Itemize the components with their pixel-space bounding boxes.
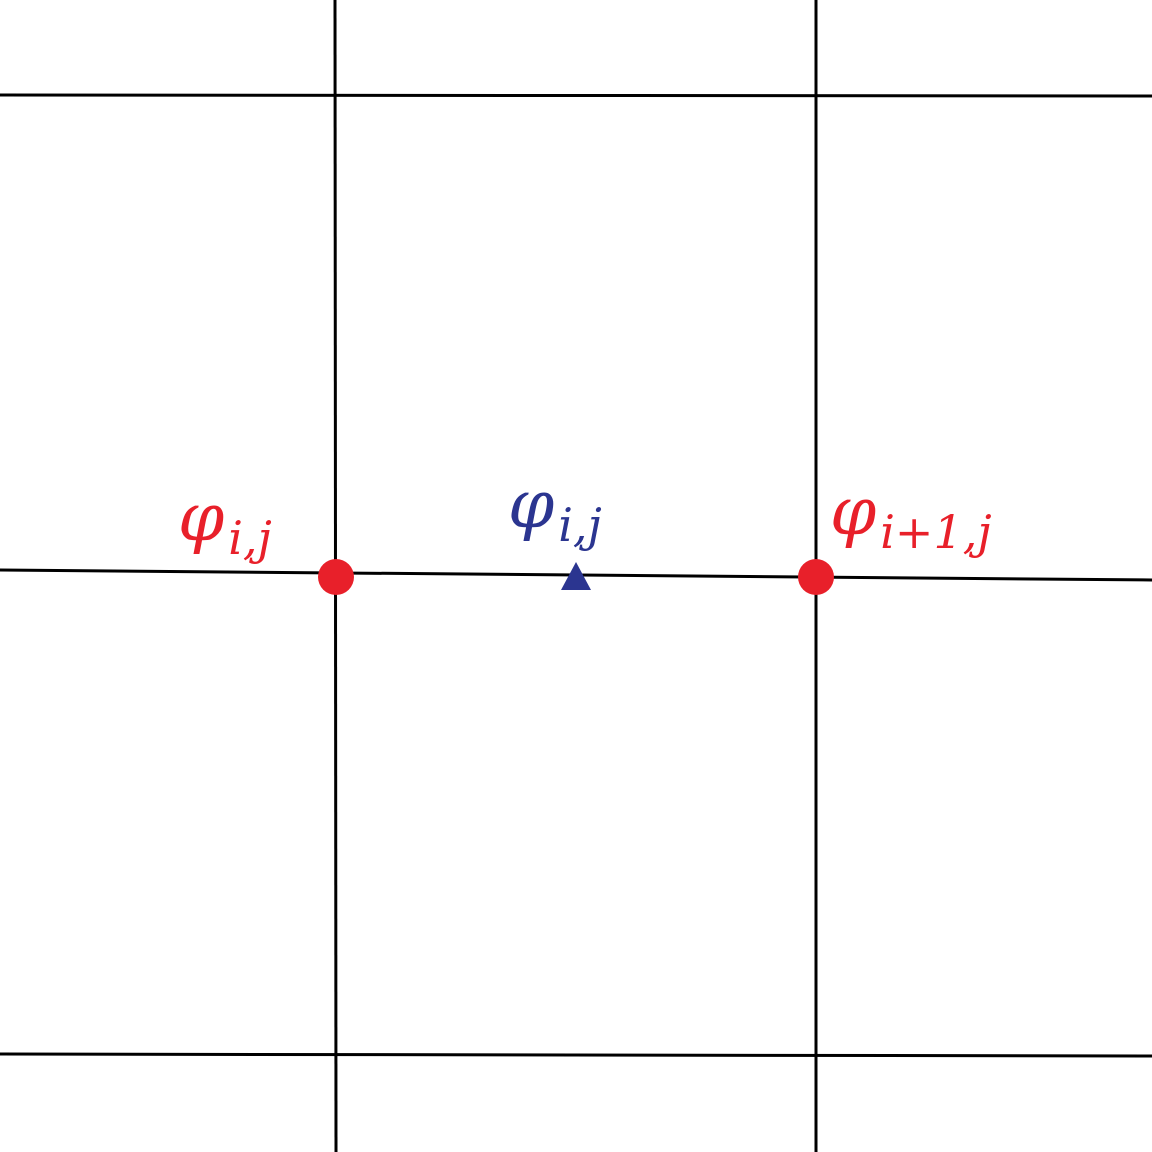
label-midpoint-symbol: φ bbox=[508, 466, 554, 543]
node-point-right bbox=[798, 559, 834, 595]
label-midpoint: φi,j bbox=[508, 466, 602, 552]
label-right-node: φi+1,j bbox=[830, 473, 992, 559]
grid-line-bottom bbox=[0, 1052, 1152, 1058]
midpoint-triangle bbox=[561, 562, 591, 590]
label-right-node-symbol: φ bbox=[830, 473, 876, 550]
label-left-node-subscript: i,j bbox=[228, 511, 272, 565]
label-left-node: φi,j bbox=[178, 479, 272, 565]
grid-line-top bbox=[0, 93, 1152, 98]
label-midpoint-subscript: i,j bbox=[558, 498, 602, 552]
label-right-node-subscript: i+1,j bbox=[880, 505, 991, 559]
node-point-left bbox=[318, 559, 354, 595]
label-left-node-symbol: φ bbox=[178, 479, 224, 556]
